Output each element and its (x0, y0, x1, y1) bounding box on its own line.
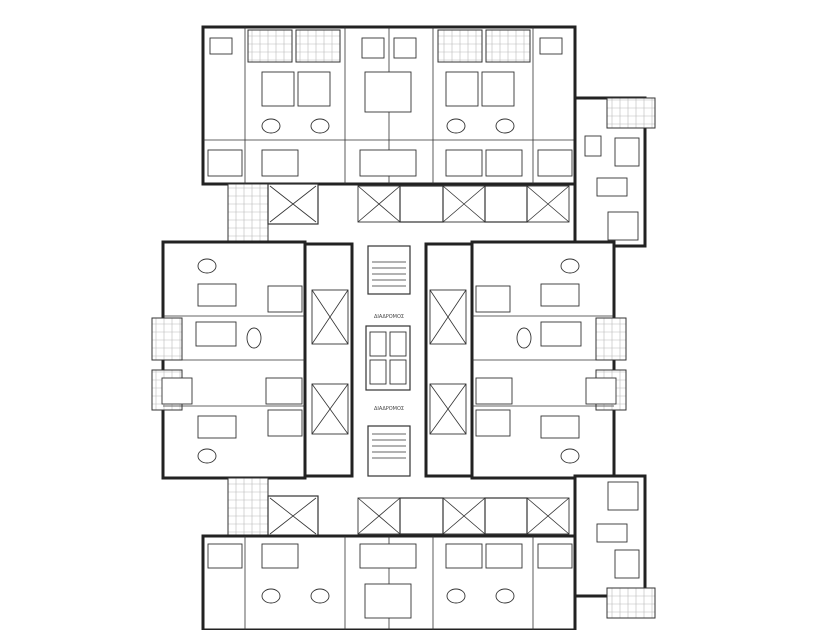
annex-balcony (606, 587, 656, 619)
bottom-wing (201, 534, 577, 630)
elevator-icon (389, 331, 407, 357)
elevator-icon (369, 331, 387, 357)
top-balcony-4 (485, 29, 531, 63)
annex-balcony (606, 97, 656, 129)
table-icon (495, 588, 515, 604)
stair-steps-upper (372, 261, 406, 287)
corridor-note-upper: ΔΙΑΔΡΟΜΟΣ (374, 314, 404, 320)
sofa-icon (197, 283, 237, 307)
stair-lower (367, 425, 411, 477)
bed-icon (161, 377, 193, 405)
left-balcony (151, 317, 183, 361)
table-icon (446, 118, 466, 134)
table-icon (560, 448, 580, 464)
central-core: ΔΙΑΔΡΟΜΟΣ ΔΙΑΔΡΟΜΟΣ (303, 242, 474, 478)
bottom-right-annex (573, 474, 656, 619)
bed-icon (445, 149, 483, 177)
bed-icon (359, 149, 417, 177)
stair-upper (367, 245, 411, 295)
table-icon (261, 588, 281, 604)
bed-icon (359, 543, 417, 569)
top-balcony-2 (295, 29, 341, 63)
bed-icon (445, 543, 483, 569)
upper-corridor-band (227, 183, 570, 243)
bed-icon (207, 543, 243, 569)
table-icon (261, 118, 281, 134)
table-icon (516, 327, 532, 349)
elevator-icon (389, 359, 407, 385)
bed-icon (475, 285, 511, 313)
sofa-icon (614, 137, 640, 167)
bed-icon (607, 211, 639, 241)
bed-icon (475, 377, 513, 405)
right-balcony (595, 317, 627, 361)
bath-icon (364, 71, 412, 113)
sofa-icon (197, 415, 237, 439)
table-icon (310, 588, 330, 604)
bath-icon (364, 583, 412, 619)
table-icon (310, 118, 330, 134)
sofa-icon (614, 549, 640, 579)
bed-icon (261, 543, 299, 569)
sofa-icon (481, 71, 515, 107)
sofa-icon (540, 283, 580, 307)
bed-icon (539, 37, 563, 55)
sofa-icon (195, 321, 237, 347)
bed-icon (267, 285, 303, 313)
bed-icon (265, 377, 303, 405)
table-icon (584, 135, 602, 157)
bed-icon (209, 37, 233, 55)
sofa-icon (540, 415, 580, 439)
table-icon (197, 258, 217, 274)
bed-icon (485, 149, 523, 177)
bed-icon (393, 37, 417, 59)
bath-icon (596, 177, 628, 197)
lower-corridor-band (227, 477, 570, 537)
bath-icon (596, 523, 628, 543)
top-balcony-1 (247, 29, 293, 63)
elevator-icon (369, 359, 387, 385)
right-wing (470, 240, 627, 480)
table-icon (495, 118, 515, 134)
top-right-annex (573, 96, 656, 248)
sofa-icon (297, 71, 331, 107)
table-icon (246, 327, 262, 349)
top-balcony-3 (437, 29, 483, 63)
bed-icon (585, 377, 617, 405)
stair-steps-lower (372, 433, 406, 459)
table-icon (446, 588, 466, 604)
corridor-note-lower: ΔΙΑΔΡΟΜΟΣ (374, 406, 404, 412)
sofa-icon (445, 71, 479, 107)
bed-icon (537, 543, 573, 569)
bed-icon (485, 543, 523, 569)
left-wing (151, 240, 307, 480)
sofa-icon (261, 71, 295, 107)
table-icon (197, 448, 217, 464)
table-icon (560, 258, 580, 274)
bed-icon (537, 149, 573, 177)
sofa-icon (540, 321, 582, 347)
bed-icon (267, 409, 303, 437)
bed-icon (261, 149, 299, 177)
bed-icon (475, 409, 511, 437)
top-wing (201, 25, 577, 186)
bed-icon (361, 37, 385, 59)
bed-icon (207, 149, 243, 177)
bed-icon (607, 481, 639, 511)
